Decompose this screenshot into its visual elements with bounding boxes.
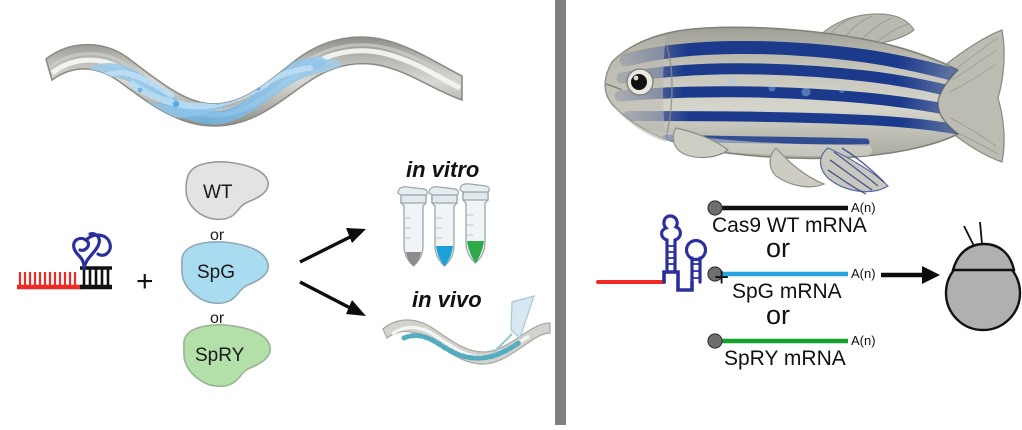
polya-label-spry: A(n) (851, 333, 876, 348)
fish-anal-fin (769, 147, 826, 188)
sgrna-hairpin (596, 214, 708, 292)
eppendorf-tubes (397, 183, 490, 267)
or-connector-2: or (210, 310, 225, 327)
mrna-label-spry: SpRY mRNA (724, 347, 846, 370)
right-panel-zebrafish: + Cas9 WT mRNA SpG mRNA SpRY mRNA A(n) A… (566, 0, 1022, 430)
mrna-label-cas9wt: Cas9 WT mRNA (712, 214, 867, 237)
zebrafish-illustration (596, 13, 1022, 349)
fish-body (604, 26, 960, 160)
polya-label-cas9wt: A(n) (851, 200, 876, 215)
polya-label-spg: A(n) (851, 266, 876, 281)
fish-pectoral-fin (672, 127, 729, 159)
injection-arrow (881, 266, 940, 284)
blob-label-spg: SpG (197, 262, 236, 283)
left-panel-celegans: WT SpG SpRY or or + in vitro in vivo (17, 36, 551, 388)
workflow-arrows (299, 228, 366, 316)
blob-spg (181, 241, 269, 305)
mrna-label-spg: SpG mRNA (732, 280, 842, 303)
or-connector-right-1: or (766, 233, 791, 263)
label-in-vivo: in vivo (412, 287, 482, 312)
fish-tail-fin (937, 29, 1005, 163)
plus-sign-left: + (136, 265, 154, 298)
label-in-vitro: in vitro (406, 157, 480, 182)
blob-label-spry: SpRY (195, 345, 245, 366)
sgrna-duplex (17, 232, 112, 290)
plus-sign-right: + (714, 262, 730, 292)
fish-pelvic-fin (819, 147, 889, 195)
blob-wt (185, 161, 269, 221)
blob-spry (183, 324, 271, 388)
in-vivo-worm (382, 295, 551, 365)
c-elegans-illustration (17, 36, 551, 365)
cas9-variant-blobs (181, 161, 271, 388)
mrna-lines (707, 200, 848, 349)
or-connector-right-2: or (766, 300, 791, 330)
panel-divider (555, 0, 566, 425)
zebrafish-embryo (944, 221, 1022, 332)
blob-label-wt: WT (203, 182, 233, 203)
or-connector-1: or (210, 227, 225, 244)
